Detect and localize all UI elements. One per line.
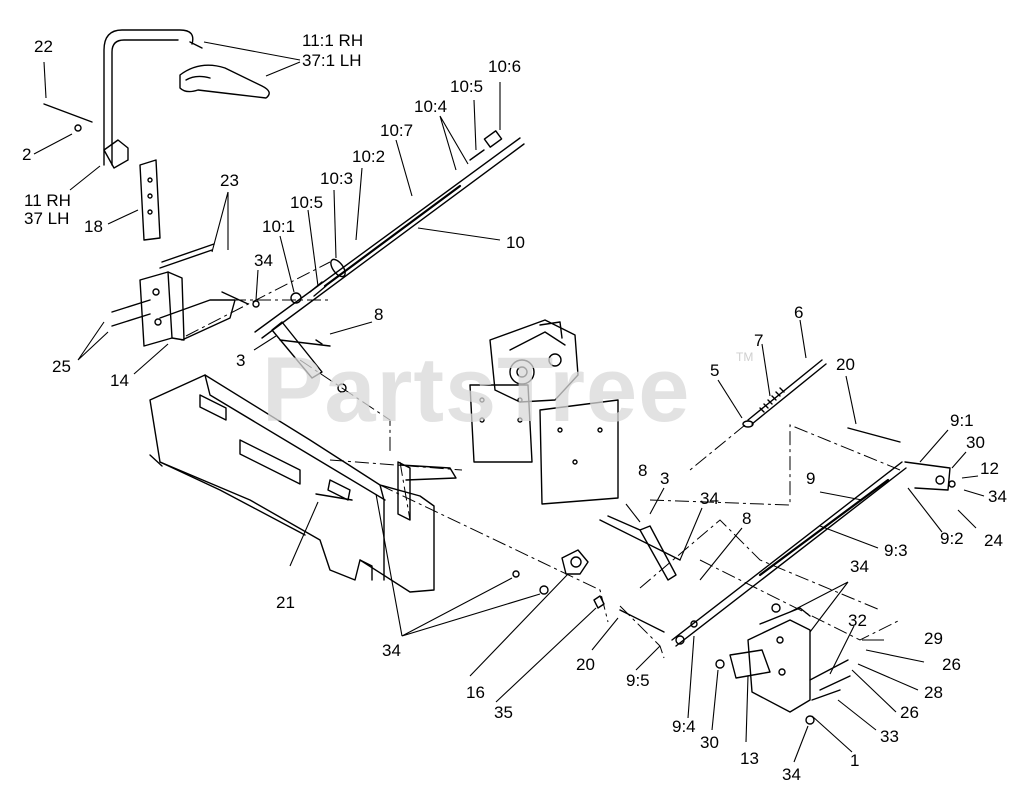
callout-32: 32: [848, 611, 867, 630]
callout-16: 16: [466, 683, 485, 702]
callout-5: 5: [710, 361, 720, 380]
callout-2: 2: [22, 145, 32, 164]
control-rod: [254, 130, 525, 339]
callout-21: 21: [276, 593, 295, 612]
callout-10-4: 10:4: [414, 97, 448, 116]
callout-25: 25: [52, 357, 71, 376]
callout-10: 10: [506, 233, 525, 252]
callout-10-1: 10:1: [262, 217, 296, 236]
callout-34-middle: 34: [700, 489, 719, 508]
callout-34-upper: 34: [254, 251, 273, 270]
callout-10-2: 10:2: [352, 147, 386, 166]
coupler: [561, 549, 605, 609]
hardware: [74, 124, 956, 725]
callout-28: 28: [924, 683, 943, 702]
callout-30-lower: 30: [700, 733, 719, 752]
callout-1: 1: [850, 751, 860, 770]
callout-10-6: 10:6: [488, 57, 522, 76]
callout-6: 6: [794, 303, 804, 322]
callout-30-right: 30: [966, 433, 985, 452]
pivot-link-lower: [607, 515, 677, 581]
callout-23: 23: [220, 171, 239, 190]
callout-20-lower: 20: [576, 655, 595, 674]
callout-10-5-lower: 10:5: [290, 193, 324, 212]
callout-3-lower: 3: [660, 469, 670, 488]
callout-8-upper: 8: [374, 305, 384, 324]
callout-8-lower: 8: [742, 509, 752, 528]
lower-bracket: [729, 607, 849, 713]
callout-26-upper: 26: [942, 655, 961, 674]
callout-13: 13: [740, 749, 759, 768]
callout-9: 9: [806, 469, 816, 488]
pivot-link-upper: [271, 321, 331, 379]
callout-9-4: 9:4: [672, 717, 696, 736]
lever-arm-18: [139, 159, 161, 241]
callout-34-bottom: 34: [782, 765, 801, 784]
callout-34-right: 34: [988, 487, 1007, 506]
callout-3-upper: 3: [236, 351, 246, 370]
callout-10-5-upper: 10:5: [450, 77, 484, 96]
callout-9-3: 9:3: [884, 541, 908, 560]
callout-34-bracket: 34: [850, 557, 869, 576]
bolts: [43, 103, 215, 327]
lever-grip: [179, 64, 270, 99]
callout-33: 33: [880, 727, 899, 746]
callout-18: 18: [84, 217, 103, 236]
hydro-pump: [469, 319, 619, 505]
callout-9-1: 9:1: [950, 411, 974, 430]
callout-9-5: 9:5: [626, 671, 650, 690]
callout-29: 29: [924, 629, 943, 648]
callout-14: 14: [110, 371, 129, 390]
callout-34-frame: 34: [382, 641, 401, 660]
control-lever: [103, 29, 203, 169]
callout-7: 7: [754, 331, 764, 350]
callout-24: 24: [984, 531, 1003, 550]
watermark: PartsTree: [262, 339, 691, 441]
callout-11-1-rh: 11:1 RH: [302, 31, 364, 50]
callout-37-lh: 37 LH: [24, 209, 70, 228]
callout-37-1-lh: 37:1 LH: [302, 51, 362, 70]
callout-10-7: 10:7: [380, 121, 414, 140]
watermark-trademark: TM: [736, 350, 754, 364]
callout-9-2: 9:2: [940, 529, 964, 548]
callout-26-lower: 26: [900, 703, 919, 722]
callout-20-right: 20: [836, 355, 855, 374]
spring-rod: [742, 359, 827, 428]
callout-35: 35: [494, 703, 513, 722]
callout-11-rh: 11 RH: [24, 191, 71, 210]
callout-10-3: 10:3: [320, 169, 354, 188]
callout-12: 12: [980, 459, 999, 478]
callout-22: 22: [34, 37, 53, 56]
callout-8-middle: 8: [638, 461, 648, 480]
